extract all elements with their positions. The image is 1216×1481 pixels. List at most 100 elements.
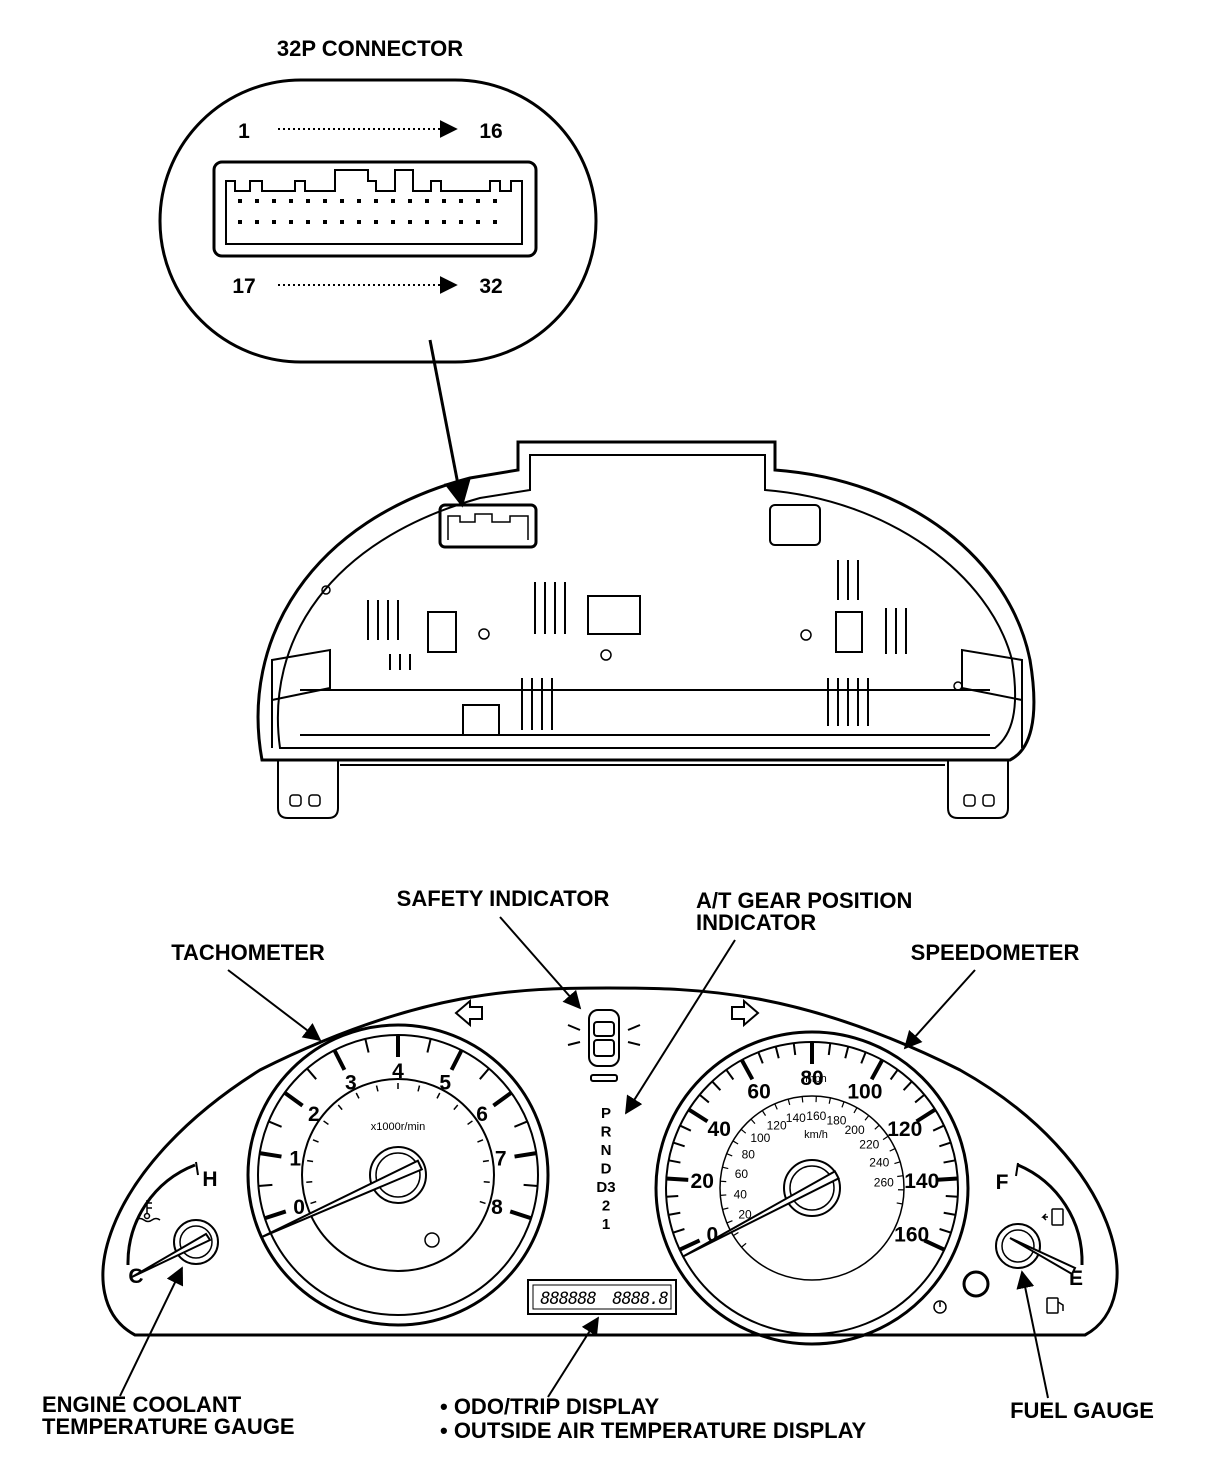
fuel-pump-icon-upper — [1043, 1209, 1063, 1225]
connector-title: 32P CONNECTOR — [277, 36, 463, 61]
pin-1-label: 1 — [238, 120, 250, 143]
speedometer-kmh-numeral: 260 — [874, 1175, 894, 1189]
speedometer-kmh-numeral: 140 — [786, 1111, 806, 1125]
gear-position-letter: D — [601, 1161, 612, 1178]
speedometer-mph-numeral: 160 — [894, 1223, 929, 1246]
odo-display-left-digits: 888888 — [540, 1289, 596, 1309]
fuel-gauge: F E — [996, 1163, 1083, 1313]
connector-pins-bottom — [238, 220, 497, 224]
tachometer-tick — [452, 1050, 462, 1070]
speedometer-tick — [712, 1081, 720, 1090]
speedometer-tick — [940, 1229, 951, 1233]
tachometer-tick — [260, 1153, 282, 1156]
connector-pin — [289, 199, 293, 203]
speedometer-kmh-tick — [788, 1099, 790, 1105]
speedometer-tick — [726, 1070, 733, 1080]
speedometer-kmh-numeral: 240 — [869, 1155, 889, 1169]
tachometer-tick — [515, 1153, 537, 1156]
tachometer-tick — [480, 1069, 489, 1080]
connector-pin — [442, 199, 446, 203]
tachometer-label: TACHOMETER — [171, 940, 325, 965]
speedometer-kmh-unit: km/h — [804, 1129, 828, 1141]
tachometer-inner-tick — [377, 1086, 378, 1092]
connector-pin — [289, 220, 293, 224]
tachometer-tick — [365, 1039, 368, 1053]
pin-16-label: 16 — [479, 120, 502, 143]
tachometer-inner-tick — [454, 1105, 458, 1110]
speedometer-tick — [872, 1060, 883, 1079]
speedometer-tick — [946, 1196, 958, 1197]
tachometer-inner-tick — [338, 1105, 342, 1110]
tachometer-inner-tick — [356, 1093, 359, 1098]
speedometer-kmh-tick — [742, 1243, 747, 1247]
connector-pin — [425, 199, 429, 203]
gear-position-letter: 1 — [602, 1216, 610, 1233]
speedometer-tick — [689, 1110, 708, 1122]
temp-hot-label: H — [202, 1168, 217, 1191]
speedometer-kmh-tick — [854, 1108, 857, 1113]
tachometer-tick — [269, 1121, 282, 1126]
odo-display-leader — [548, 1318, 598, 1397]
tachometer-inner-tick — [311, 1202, 317, 1204]
tachometer-inner-tick — [313, 1140, 319, 1142]
speedometer-kmh-tick — [741, 1129, 746, 1133]
speedometer-mph-numeral: 100 — [847, 1081, 882, 1104]
speedometer-label: SPEEDOMETER — [911, 940, 1080, 965]
speedometer-tick — [758, 1052, 762, 1063]
tachometer-tick — [514, 1121, 527, 1126]
speedometer-kmh-numeral: 200 — [845, 1123, 865, 1137]
speedometer-kmh-numeral: 80 — [742, 1148, 756, 1162]
safety-indicator-label: SAFETY INDICATOR — [397, 886, 610, 911]
speedometer-tick — [680, 1126, 691, 1131]
gear-position-letter: P — [601, 1105, 611, 1122]
speedometer-kmh-tick — [727, 1221, 733, 1223]
speedometer-tick — [944, 1213, 956, 1215]
connector-pin — [476, 220, 480, 224]
tachometer-inner-tick — [324, 1121, 329, 1125]
connector-pin — [272, 199, 276, 203]
fuel-full-label: F — [996, 1171, 1009, 1194]
speedometer-tick — [666, 1196, 678, 1197]
connector-pin — [391, 220, 395, 224]
coolant-temperature-gauge: H C — [128, 1162, 218, 1288]
connector-pin — [340, 220, 344, 224]
speedometer-kmh-numeral: 60 — [735, 1167, 749, 1181]
connector-pin — [238, 220, 242, 224]
speedometer-tick — [794, 1043, 796, 1055]
speedometer-tick — [673, 1229, 684, 1233]
tachometer-tick — [510, 1211, 531, 1218]
connector-pins-top — [238, 199, 497, 203]
gear-position-letter: D3 — [596, 1179, 615, 1196]
connector-pin — [476, 199, 480, 203]
odo-display-label-line2: • OUTSIDE AIR TEMPERATURE DISPLAY — [440, 1418, 866, 1443]
speedometer-kmh-tick — [733, 1141, 738, 1144]
tachometer-tick — [427, 1039, 430, 1053]
connector-pin — [425, 220, 429, 224]
connector-pin — [374, 220, 378, 224]
tachometer-tick — [285, 1093, 303, 1106]
speedometer-tick — [939, 1143, 950, 1147]
speedometer-kmh-tick — [751, 1119, 755, 1123]
connector-pin — [323, 220, 327, 224]
odo-display-right-digits: 8888.8 — [612, 1289, 668, 1309]
tachometer-numeral: 8 — [491, 1196, 503, 1219]
speedometer-tick — [673, 1143, 684, 1147]
speedometer-kmh-tick — [733, 1232, 738, 1235]
connector-pin — [357, 199, 361, 203]
speedometer-tick — [933, 1126, 944, 1131]
speedometer-tick — [669, 1160, 681, 1162]
speedometer-kmh-tick — [762, 1111, 765, 1116]
tachometer-tick — [493, 1093, 511, 1106]
gear-position-letter: 2 — [602, 1198, 610, 1215]
speedometer-kmh-numeral: 120 — [767, 1118, 787, 1132]
speedometer-kmh-tick — [723, 1208, 729, 1209]
speedometer-mph-numeral: 60 — [747, 1081, 770, 1104]
speedometer-mph-numeral: 20 — [691, 1170, 714, 1193]
connector-pin — [442, 220, 446, 224]
speedometer-kmh-tick — [875, 1125, 879, 1129]
tachometer-leader — [228, 970, 320, 1040]
connector-pin — [255, 220, 259, 224]
